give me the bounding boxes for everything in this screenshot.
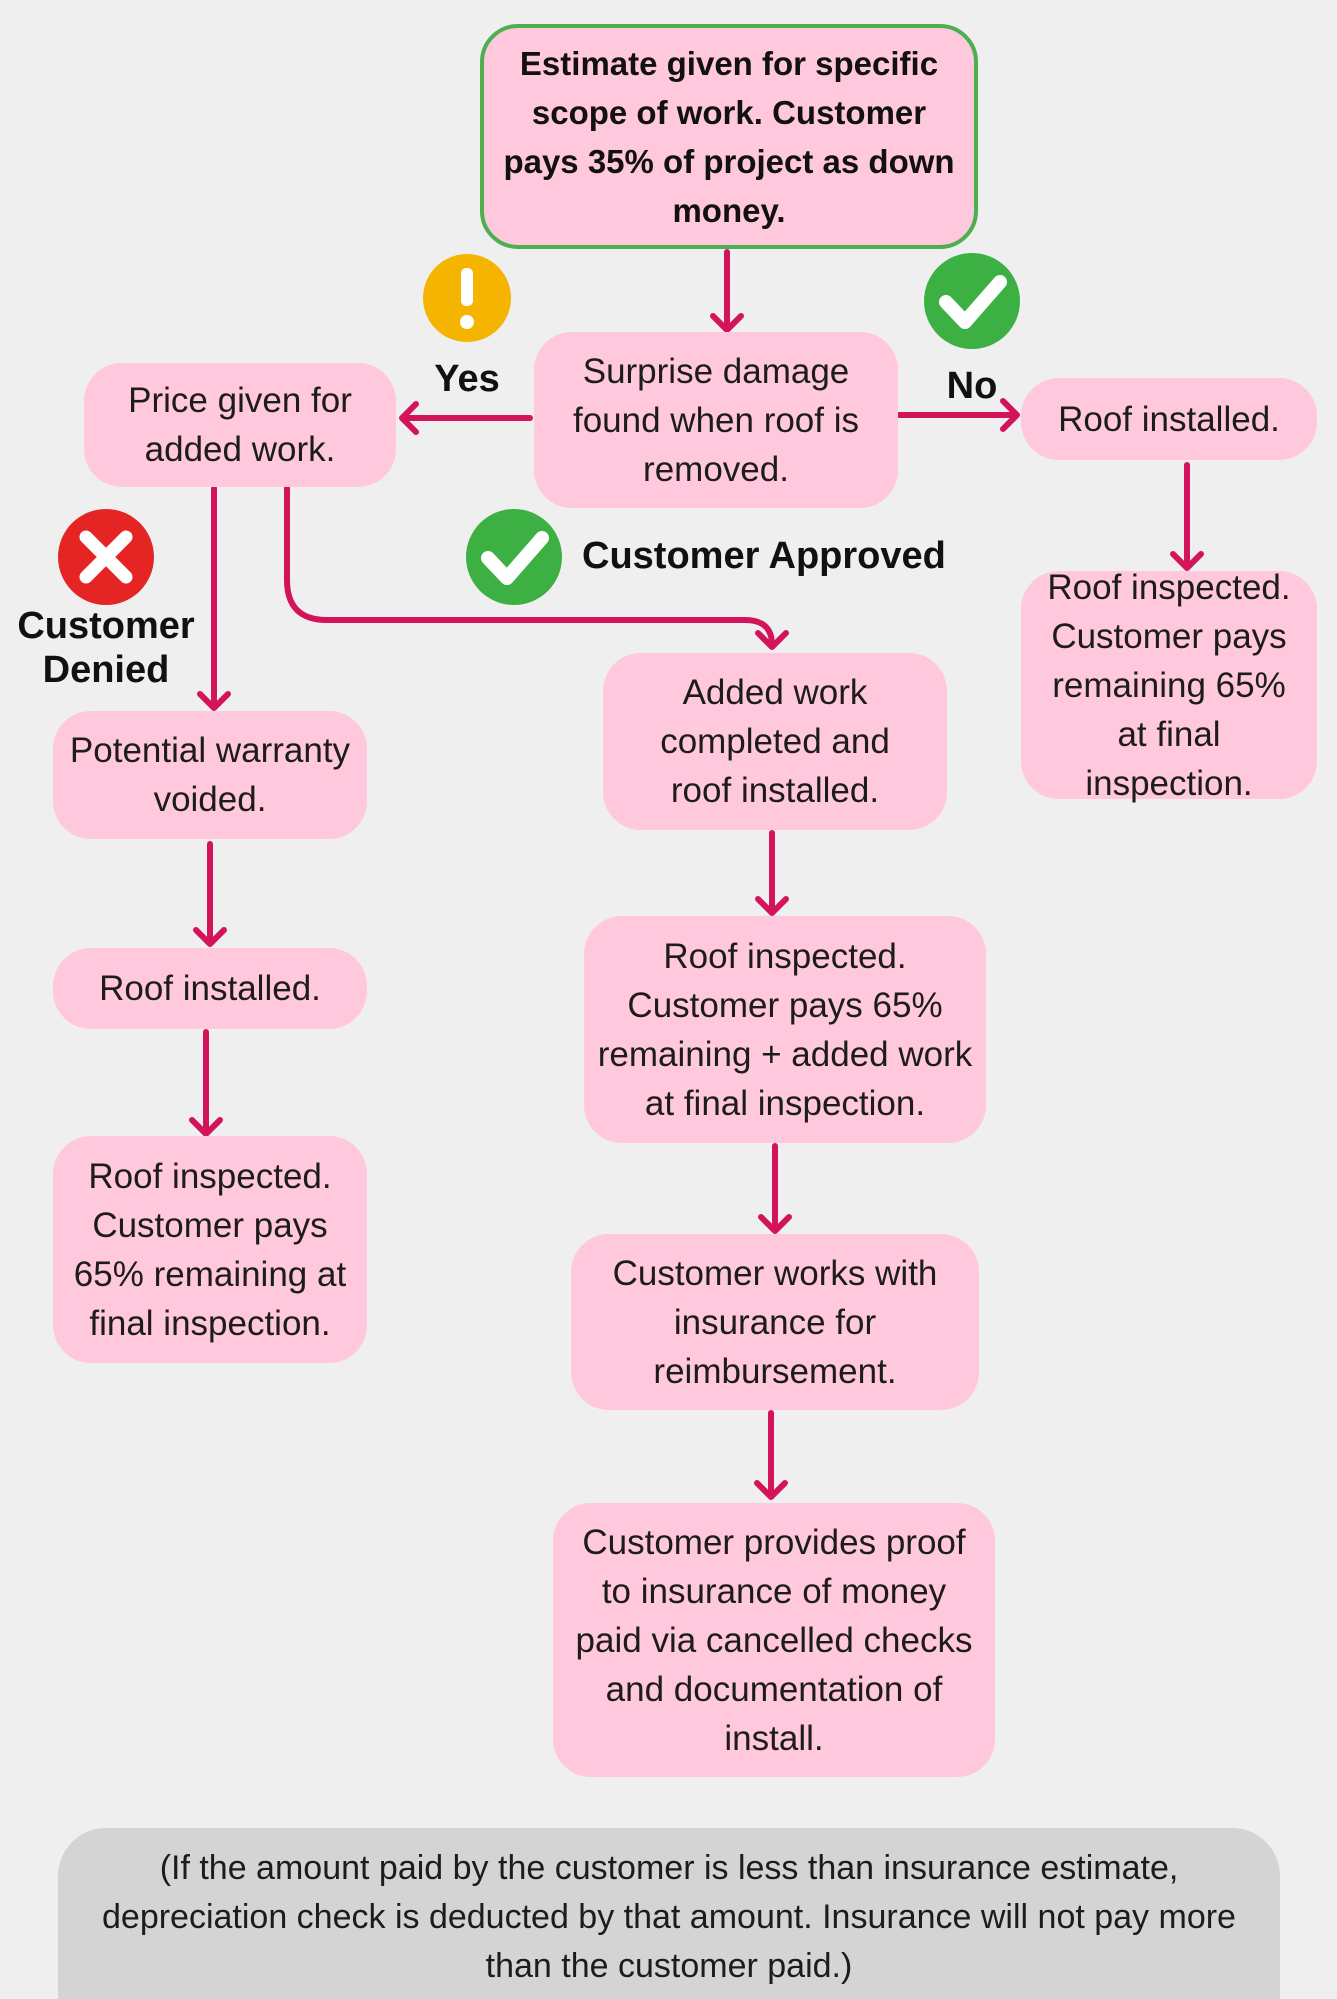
price-added-work-text: Price given for added work.	[128, 381, 352, 469]
price-added-work-node: Price given for added work.	[84, 363, 396, 487]
start-node: Estimate given for specific scope of wor…	[480, 24, 978, 249]
no-roof-installed-text: Roof installed.	[1058, 399, 1280, 439]
yes-label: Yes	[434, 358, 500, 400]
no-roof-inspected-text: Roof inspected. Customer pays remaining …	[1047, 567, 1291, 803]
start-node-text: Estimate given for specific scope of wor…	[503, 44, 955, 229]
surprise-damage-text: Surprise damage found when roof is remov…	[572, 351, 859, 489]
denied-roof-installed-text: Roof installed.	[99, 969, 321, 1008]
proof-node: Customer provides proof to insurance of …	[553, 1503, 995, 1777]
checkmark-icon	[924, 253, 1020, 349]
warranty-voided-text: Potential warranty voided.	[69, 731, 351, 819]
arrow-approved	[284, 485, 775, 648]
proof-text: Customer provides proof to insurance of …	[575, 1522, 973, 1758]
approved-roof-inspected-node: Roof inspected. Customer pays 65% remain…	[584, 916, 986, 1143]
denied-roof-installed-node: Roof installed.	[53, 948, 367, 1029]
customer-approved-label: Customer Approved	[582, 535, 946, 577]
customer-denied-label: Customer Denied	[10, 604, 202, 692]
insurance-note: (If the amount paid by the customer is l…	[58, 1828, 1280, 1999]
warranty-voided-node: Potential warranty voided.	[53, 711, 367, 839]
customer-denied-line2: Denied	[42, 649, 170, 691]
insurance-note-text: (If the amount paid by the customer is l…	[102, 1849, 1236, 1985]
added-work-text: Added work completed and roof installed.	[660, 673, 890, 810]
denied-roof-inspected-node: Roof inspected. Customer pays 65% remain…	[53, 1136, 367, 1363]
surprise-damage-node: Surprise damage found when roof is remov…	[534, 332, 898, 508]
added-work-node: Added work completed and roof installed.	[603, 653, 947, 830]
no-roof-installed-node: Roof installed.	[1021, 378, 1317, 460]
customer-denied-line1: Customer	[17, 605, 195, 647]
checkmark-icon	[466, 509, 562, 605]
x-icon	[58, 509, 154, 605]
no-label: No	[946, 365, 998, 407]
approved-roof-inspected-text: Roof inspected. Customer pays 65% remain…	[597, 936, 973, 1123]
insurance-node: Customer works with insurance for reimbu…	[571, 1234, 979, 1410]
denied-roof-inspected-text: Roof inspected. Customer pays 65% remain…	[73, 1156, 347, 1343]
exclamation-icon	[423, 254, 511, 342]
no-roof-inspected-node: Roof inspected. Customer pays remaining …	[1021, 568, 1317, 803]
insurance-text: Customer works with insurance for reimbu…	[612, 1253, 938, 1391]
